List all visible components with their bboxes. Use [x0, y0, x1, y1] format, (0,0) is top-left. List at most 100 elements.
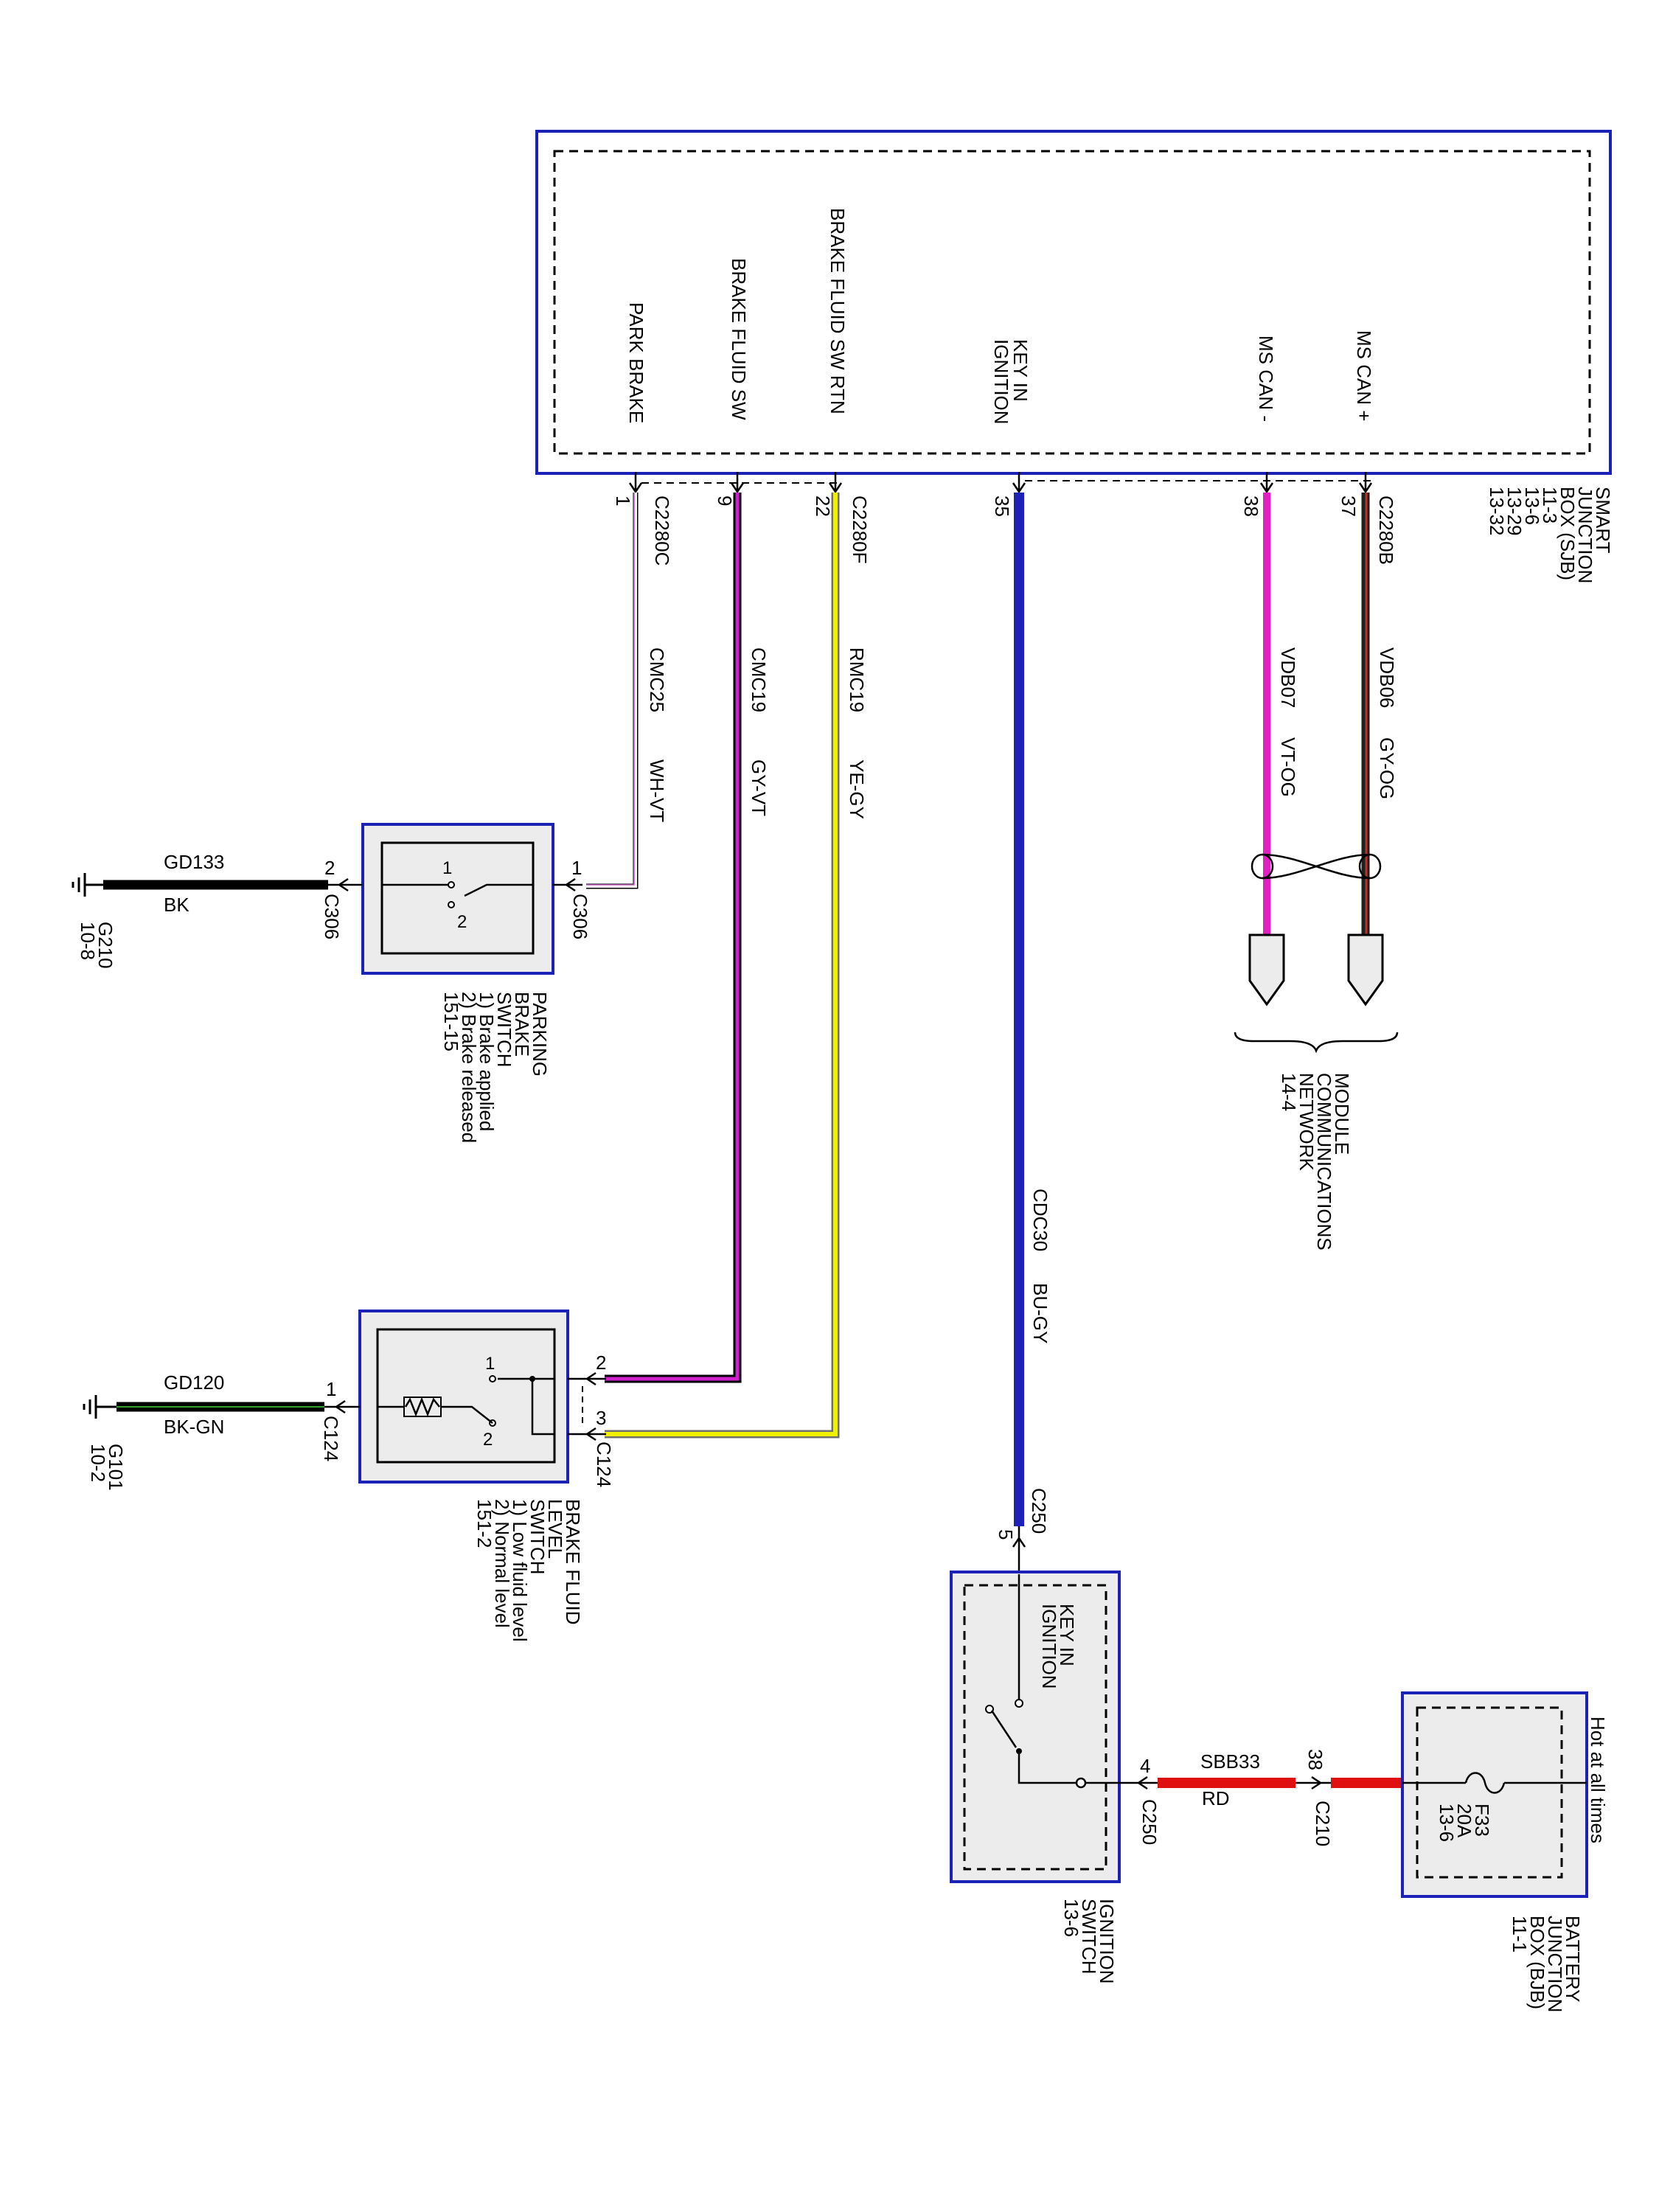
wire-sbb33-color: RD	[1202, 1787, 1230, 1809]
sjb-pin-label-ms-can-minus: MS CAN -	[1255, 335, 1277, 422]
svg-text:11-1: 11-1	[1509, 1916, 1531, 1952]
svg-text:SMART: SMART	[1592, 487, 1614, 554]
ground-g210-icon	[72, 873, 103, 897]
c124-pin3-arrow	[568, 1427, 606, 1441]
svg-text:13-6: 13-6	[1060, 1899, 1082, 1937]
c250-pin5-arrow	[1012, 1526, 1026, 1574]
wire-gd120-circuit: GD120	[164, 1371, 224, 1394]
bfs-contact-1: 1	[485, 1354, 495, 1374]
c124-pin1-arrow	[324, 1399, 360, 1414]
pin-37-sjb: 37	[1338, 495, 1360, 517]
sjb-pin-arrows	[628, 472, 1373, 494]
svg-text:BRAKE FLUID: BRAKE FLUID	[562, 1499, 584, 1625]
mcn-brace	[1234, 1032, 1399, 1054]
svg-text:13-32: 13-32	[1486, 487, 1508, 536]
c306-pin1-arrow	[553, 877, 582, 892]
wire-rmc19	[605, 493, 840, 1439]
wire-cdc30-circuit: CDC30	[1029, 1189, 1051, 1251]
c306-pin2: 2	[324, 857, 335, 879]
ignition-switch	[950, 1571, 1121, 1883]
brake-fluid-level-switch	[358, 1310, 569, 1484]
svg-text:F33: F33	[1471, 1804, 1493, 1837]
wire-gd133-color: BK	[164, 894, 189, 916]
pin-9-sjb: 9	[714, 495, 736, 506]
c210-pin38: 38	[1304, 1749, 1326, 1770]
svg-text:JUNCTION: JUNCTION	[1544, 1916, 1566, 2012]
svg-text:1) Low fluid level: 1) Low fluid level	[509, 1499, 531, 1642]
ground-g210-ref: 10-8	[77, 922, 99, 960]
c124-label-right: C124	[593, 1441, 615, 1487]
ground-g101-ref: 10-2	[87, 1444, 109, 1482]
connector-c2280b: C2280B	[1375, 495, 1397, 565]
battery-junction-box	[1401, 1691, 1588, 1898]
svg-text:1) Brake applied: 1) Brake applied	[476, 992, 498, 1131]
ignition-switch-label: IGNITION SWITCH 13-6	[1060, 1899, 1118, 1984]
pin-22-sjb: 22	[812, 495, 834, 517]
c250-label-right: C250	[1138, 1799, 1161, 1845]
svg-text:SWITCH: SWITCH	[526, 1499, 549, 1575]
wire-vdb06-circuit: VDB06	[1376, 647, 1398, 708]
wire-cmc25-circuit: CMC25	[646, 647, 668, 712]
wire-rmc19-circuit: RMC19	[846, 647, 868, 712]
ground-g210-name: G210	[94, 922, 116, 969]
wire-sbb33-circuit: SBB33	[1200, 1750, 1260, 1773]
c210-label: C210	[1312, 1801, 1334, 1846]
c250-pin5: 5	[995, 1529, 1017, 1540]
c124-pin1: 1	[326, 1378, 336, 1400]
hot-at-all-times: Hot at all times	[1587, 1717, 1609, 1843]
svg-text:151-15: 151-15	[440, 992, 462, 1051]
svg-text:13-6: 13-6	[1436, 1804, 1458, 1842]
svg-text:20A: 20A	[1453, 1804, 1475, 1838]
twisted-pair-symbol	[1251, 853, 1382, 880]
c124-label-left: C124	[320, 1416, 342, 1461]
wire-cdc30-color: BU-GY	[1029, 1283, 1051, 1343]
sjb-pin-label-park-brake: PARK BRAKE	[625, 302, 647, 423]
c306-pin1: 1	[571, 857, 582, 879]
ignition-inner-label-1: KEY IN	[1056, 1604, 1078, 1666]
svg-text:BOX (SJB): BOX (SJB)	[1557, 487, 1579, 580]
mcn-label: MODULE COMMUNICATIONS NETWORK 14-4	[1278, 1073, 1353, 1251]
connector-c2280f: C2280F	[849, 495, 871, 564]
parking-brake-switch	[361, 823, 554, 975]
wire-cmc19-circuit: CMC19	[748, 647, 770, 712]
bjb-label: BATTERY JUNCTION BOX (BJB) 11-1	[1509, 1916, 1584, 2012]
wire-cmc19-color: GY-VT	[748, 759, 770, 816]
svg-text:11-3: 11-3	[1539, 487, 1561, 524]
svg-text:MODULE: MODULE	[1331, 1073, 1353, 1155]
ground-g101-name: G101	[105, 1444, 127, 1491]
svg-text:14-4: 14-4	[1278, 1073, 1300, 1111]
sjb-pin-label-ms-can-plus: MS CAN +	[1353, 330, 1375, 422]
svg-text:BOX (BJB): BOX (BJB)	[1526, 1916, 1548, 2009]
c210-pin38-arrow	[1295, 1775, 1331, 1790]
svg-text:BRAKE: BRAKE	[511, 992, 533, 1057]
c306-label-left: C306	[321, 894, 343, 939]
svg-text:SWITCH: SWITCH	[1078, 1899, 1100, 1975]
svg-text:SWITCH: SWITCH	[493, 992, 515, 1068]
wire-cmc25-color: WH-VT	[646, 759, 668, 822]
pbs-contact-2: 2	[457, 912, 467, 932]
ignition-inner-label-2: IGNITION	[1038, 1604, 1060, 1689]
connector-c2280c: C2280C	[651, 495, 673, 566]
svg-text:13-29: 13-29	[1503, 487, 1526, 536]
wire-vdb07-color: VT-OG	[1277, 737, 1299, 797]
svg-text:IGNITION: IGNITION	[1096, 1899, 1118, 1984]
svg-text:PARKING: PARKING	[529, 992, 551, 1077]
wire-cmc25	[586, 493, 639, 889]
svg-text:COMMUNICATIONS: COMMUNICATIONS	[1313, 1073, 1335, 1251]
c250-pin4: 4	[1140, 1755, 1150, 1777]
mcn-connector-arrows	[1248, 933, 1384, 1006]
pin-38-sjb: 38	[1240, 495, 1262, 517]
c124-pin3: 3	[596, 1407, 606, 1429]
bfs-contact-2: 2	[483, 1430, 493, 1450]
pin-35-sjb: 35	[991, 495, 1013, 517]
svg-text:JUNCTION: JUNCTION	[1574, 487, 1596, 583]
svg-text:13-6: 13-6	[1521, 487, 1543, 525]
sjb-pin-label-key-in-ignition-2: IGNITION	[990, 339, 1012, 425]
wire-cmc19	[605, 493, 742, 1383]
svg-text:NETWORK: NETWORK	[1295, 1073, 1318, 1172]
ground-g101-icon	[83, 1395, 116, 1419]
brake-fluid-switch-label: BRAKE FLUID LEVEL SWITCH 1) Low fluid le…	[473, 1499, 584, 1642]
svg-text:2) Normal level: 2) Normal level	[491, 1499, 513, 1628]
wire-vdb07-circuit: VDB07	[1277, 647, 1299, 708]
